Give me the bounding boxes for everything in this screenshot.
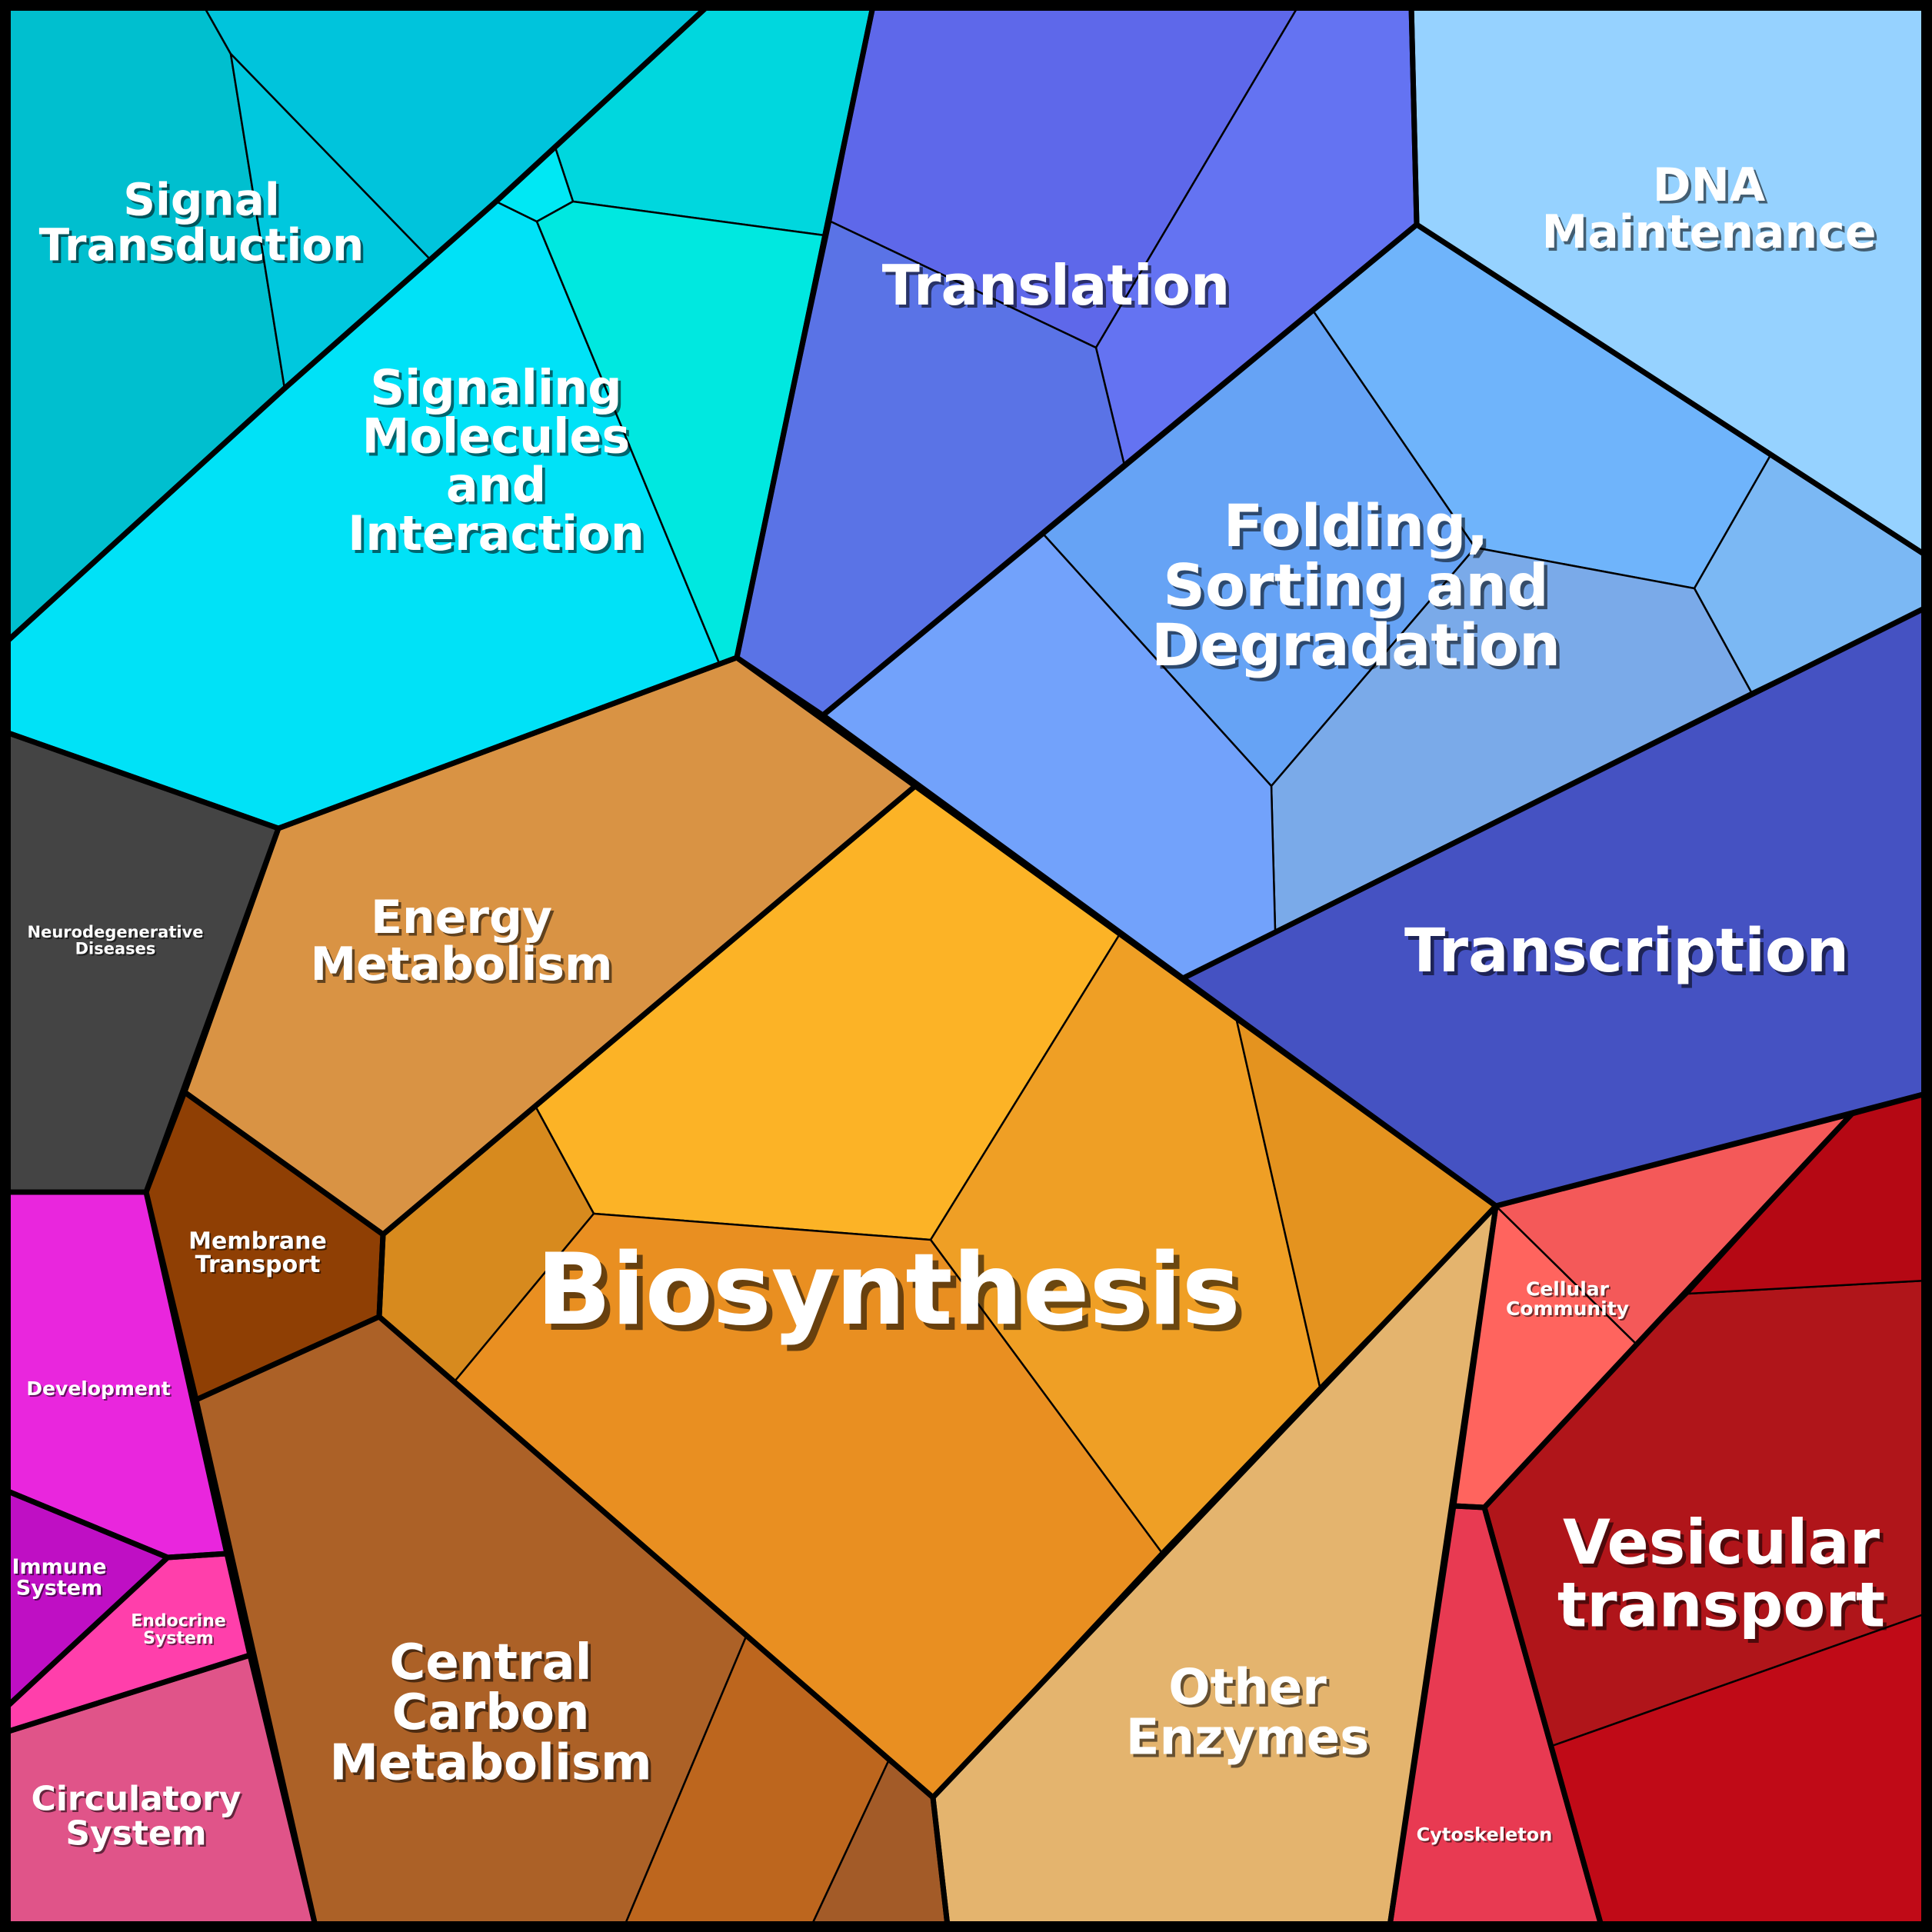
category-central-carbon[interactable] <box>195 1315 949 1927</box>
label-line: Carbon <box>391 1684 589 1741</box>
label-line: Diseases <box>75 939 156 958</box>
label-line: System <box>16 1576 102 1600</box>
transcription-label-shadow: Transcription <box>1408 921 1853 990</box>
label-line: Transduction <box>39 218 365 271</box>
category-folding-sorting[interactable] <box>821 223 1927 980</box>
label-line: Enzymes <box>1126 1710 1369 1767</box>
cytoskeleton-label: Cytoskeleton <box>1417 1824 1553 1846</box>
label-line: Cytoskeleton <box>1417 1824 1553 1846</box>
label-line: Neurodegenerative <box>28 923 204 941</box>
label-line: Degradation <box>1151 611 1561 679</box>
label-line: Folding, <box>1224 491 1489 560</box>
transcription-label: Transcription <box>1404 917 1849 986</box>
development-label: Development <box>26 1377 170 1400</box>
label-line: Energy <box>371 891 552 944</box>
label-line: Sorting and <box>1163 551 1549 619</box>
label-line: Community <box>1506 1297 1629 1320</box>
label-line: System <box>65 1814 206 1853</box>
label-line: Interaction <box>348 505 645 561</box>
label-line: Vesicular <box>1563 1507 1880 1578</box>
translation-label-shadow: Translation <box>885 256 1234 321</box>
label-line: Development <box>26 1377 170 1400</box>
label-line: Other <box>1168 1659 1327 1716</box>
label-line: Transcription <box>1404 917 1849 986</box>
label-line: Central <box>389 1634 591 1691</box>
biosynthesis-label-shadow: Biosynthesis <box>542 1239 1247 1354</box>
label-line: Biosynthesis <box>536 1233 1241 1347</box>
label-line: Signaling <box>370 359 621 415</box>
label-line: Metabolism <box>329 1734 651 1791</box>
label-line: Translation <box>882 253 1231 318</box>
label-line: Maintenance <box>1541 205 1876 259</box>
biosynthesis-label: Biosynthesis <box>536 1233 1241 1347</box>
label-line: transport <box>1557 1570 1885 1641</box>
label-line: Membrane <box>188 1228 327 1255</box>
cells-layer <box>5 5 1927 1927</box>
translation-label: Translation <box>882 253 1231 318</box>
category-biosynthesis[interactable] <box>378 784 1497 1799</box>
development-label-shadow: Development <box>28 1379 172 1401</box>
label-line: Endocrine <box>131 1612 226 1631</box>
label-line: System <box>143 1629 214 1648</box>
category-translation[interactable] <box>735 5 1418 717</box>
label-line: DNA <box>1653 158 1766 212</box>
label-line: and <box>446 457 546 513</box>
label-line: Circulatory <box>32 1779 242 1818</box>
label-line: Signal <box>123 173 279 225</box>
label-line: Metabolism <box>310 938 612 991</box>
category-vesicular-transport[interactable] <box>1483 1092 1927 1927</box>
label-line: Cellular <box>1526 1277 1610 1300</box>
label-line: Transport <box>195 1251 321 1278</box>
label-line: Immune <box>12 1555 106 1579</box>
cytoskeleton-label-shadow: Cytoskeleton <box>1418 1826 1554 1847</box>
label-line: Molecules <box>362 408 631 465</box>
